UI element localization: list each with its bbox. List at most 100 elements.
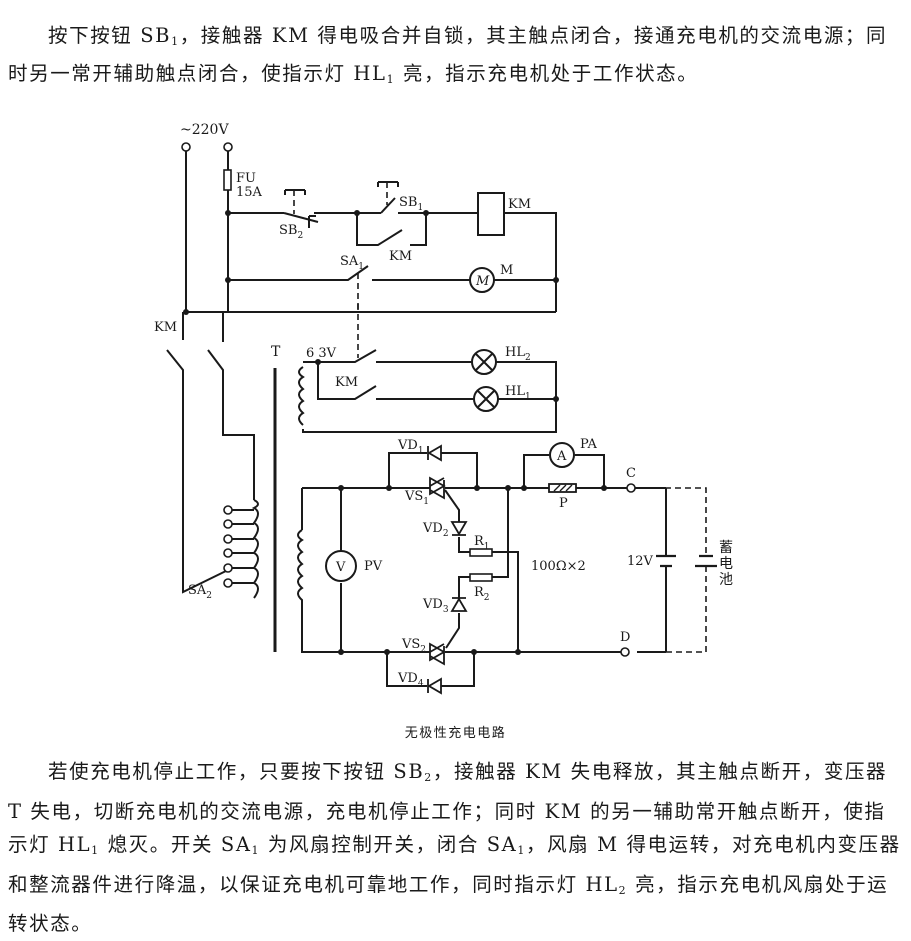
terminal-c-label: C <box>626 466 636 481</box>
sb1-button-icon <box>377 181 399 187</box>
battery-label-1: 蓄 <box>719 540 733 556</box>
vs1-gate-wire <box>444 489 470 553</box>
km-main-label: KM <box>154 320 177 335</box>
vs2-icon <box>429 642 446 666</box>
text-segment: 亮，指示充电机处于工作状态。 <box>395 62 699 85</box>
km-aux-contact <box>356 213 427 246</box>
explanation-paragraph: 若使充电机停止工作，只要按下按钮 SB2，接触器 KM 失电释放，其主触点断开，… <box>8 755 903 941</box>
text-segment: 为风扇控制开关，闭合 SA <box>260 833 518 856</box>
subscript: 1 <box>386 73 396 86</box>
km-aux-label: KM <box>389 249 412 264</box>
vd3-label: VD3 <box>422 597 449 615</box>
hl1-label: HL1 <box>505 384 531 402</box>
vs1-icon <box>429 476 446 500</box>
motor-label: M <box>500 263 513 278</box>
sb1-contact <box>380 197 396 214</box>
text-segment: ，接触器 KM 失电释放，其主触点断开，变压器 T 失电，切断充电机的交流电源，… <box>8 760 888 856</box>
vd1-bypass <box>388 452 478 488</box>
vd1-label: VD1 <box>397 438 424 456</box>
filter-cell-icon <box>656 554 676 568</box>
junction-dot <box>315 359 321 365</box>
vd4-bypass <box>386 652 475 687</box>
supply-label: ~220V <box>180 122 229 138</box>
r2-label: R2 <box>474 585 490 603</box>
text-segment: ，风扇 M 得电运转，对充电机内变压器和整流器件进行降温，以保证充电机可靠地工作… <box>8 833 901 896</box>
motor-icon <box>469 267 495 293</box>
km-main-contact-right <box>207 312 255 500</box>
subscript: 2 <box>618 883 628 897</box>
battery-voltage-label: 12V <box>627 554 654 569</box>
sa2-label: SA2 <box>188 583 212 601</box>
top-rail <box>301 487 666 530</box>
text-segment: 熄灭。开关 SA <box>99 833 252 856</box>
vd3-icon <box>450 597 468 612</box>
hl1-branch <box>317 362 556 400</box>
sb2-contact <box>283 212 319 223</box>
km-lamp-label: KM <box>335 375 358 390</box>
transformer-label: T <box>271 344 281 360</box>
fuse-name: FU <box>236 171 256 186</box>
resistor-value-label: 100Ω×2 <box>531 559 586 574</box>
sb2-label: SB2 <box>279 223 303 241</box>
km-main-contact-left <box>166 312 229 594</box>
vd2-icon <box>450 521 468 536</box>
subscript: 1 <box>517 844 526 857</box>
supply-terminal-left <box>181 142 191 152</box>
subscript: 1 <box>251 844 261 857</box>
figure-caption: 无极性充电电路 <box>404 726 507 741</box>
battery-label-2: 电 <box>719 556 733 572</box>
sa1-label: SA1 <box>340 254 364 272</box>
vd1-icon <box>427 444 442 462</box>
subscript: 1 <box>171 35 180 48</box>
rectifier-junction-dots <box>338 485 607 655</box>
fuse-icon <box>223 169 232 191</box>
battery-label-3: 池 <box>719 572 733 588</box>
primary-winding-icon <box>251 499 259 599</box>
hl1-lamp-icon <box>473 386 499 412</box>
terminal-d <box>620 647 630 657</box>
ammeter-leads <box>523 454 605 488</box>
voltmeter-label: PV <box>364 559 383 574</box>
vs1-label: VS1 <box>404 489 429 507</box>
hl2-label: HL2 <box>505 345 531 363</box>
shunt-hatch <box>553 484 573 492</box>
vd4-icon <box>427 677 442 695</box>
ammeter-symbol: A <box>556 449 567 464</box>
km-coil-label: KM <box>508 197 531 212</box>
fan-branch <box>228 265 556 281</box>
junction-dots <box>183 210 559 315</box>
fuse-rating: 15A <box>236 185 263 200</box>
battery-wires <box>635 487 707 653</box>
vs2-label: VS2 <box>401 637 426 655</box>
text-segment: ，接触器 KM 得电吸合并自锁，其主触点闭合，接通充电机的交流电源；同时另一常开… <box>8 24 888 85</box>
vd2-label: VD2 <box>422 521 449 539</box>
terminal-d-label: D <box>620 630 630 645</box>
sb1-label: SB1 <box>399 195 423 213</box>
junction-dot <box>553 396 559 402</box>
terminal-c <box>626 483 636 493</box>
intro-paragraph: 按下按钮 SB1，接触器 KM 得电吸合并自锁，其主触点闭合，接通充电机的交流电… <box>8 20 903 96</box>
circuit-diagram: ~220V FU 15A SB2 SB1 KM KM SA1 M M KM <box>154 122 733 695</box>
r2-wire <box>445 488 509 649</box>
text-segment: 若使充电机停止工作，只要按下按钮 SB <box>48 760 425 783</box>
sb2-button-icon <box>284 189 306 195</box>
sb2-stop <box>308 215 316 228</box>
text-segment: 按下按钮 SB <box>48 24 172 47</box>
subscript: 1 <box>91 844 100 857</box>
subscript: 2 <box>424 771 433 784</box>
voltmeter-symbol: V <box>335 560 346 575</box>
hl2-lamp-icon <box>471 349 497 375</box>
r1-label: R1 <box>474 534 490 552</box>
km-coil-icon <box>477 192 505 236</box>
r1-wire <box>492 551 519 652</box>
motor-symbol: M <box>475 274 490 289</box>
supply-terminal-right <box>223 142 233 152</box>
supply-terminals: ~220V <box>180 122 233 152</box>
ammeter-icon <box>549 442 575 468</box>
shunt-label: P <box>559 496 568 511</box>
vd4-label: VD4 <box>397 671 424 689</box>
voltmeter-icon <box>325 550 357 582</box>
sa2-taps <box>223 505 254 588</box>
secondary-voltage-label: 6 3V <box>306 346 337 361</box>
hl2-branch <box>318 349 557 398</box>
